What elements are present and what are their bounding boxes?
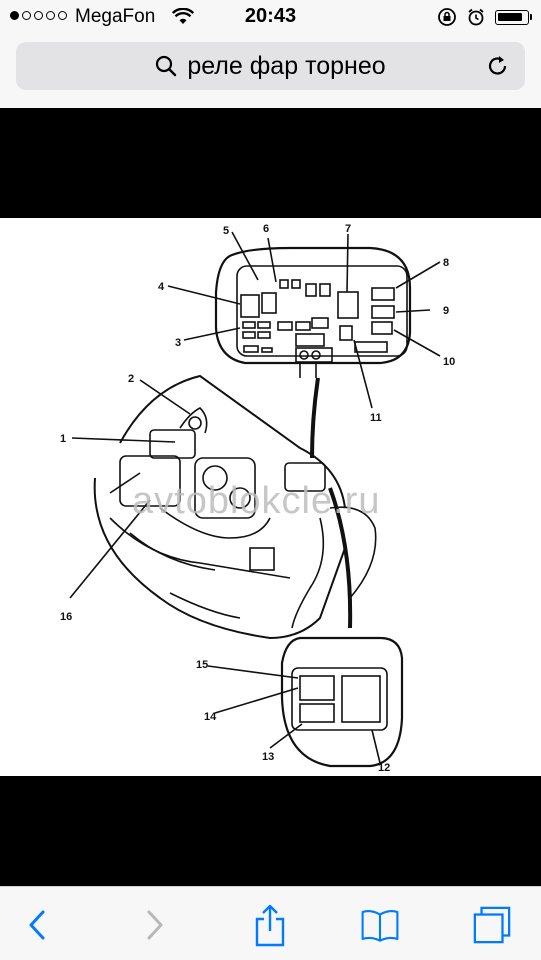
clock: 20:43 bbox=[244, 5, 297, 27]
battery-icon bbox=[495, 9, 532, 25]
callout-2: 2 bbox=[128, 373, 134, 385]
fuse-box-diagram-image: 5 6 7 8 9 10 4 3 11 2 1 16 15 14 13 12 a… bbox=[0, 218, 541, 776]
forward-button[interactable] bbox=[135, 905, 175, 945]
chevron-left-icon bbox=[29, 910, 45, 940]
callout-3: 3 bbox=[175, 337, 181, 349]
rotation-lock-icon bbox=[438, 8, 456, 26]
callout-10: 10 bbox=[443, 356, 455, 368]
reload-icon[interactable] bbox=[485, 53, 511, 79]
share-button[interactable] bbox=[250, 904, 290, 947]
browser-toolbar bbox=[0, 886, 541, 960]
callout-9: 9 bbox=[443, 305, 449, 317]
carrier-name: MegaFon bbox=[75, 6, 156, 27]
book-icon bbox=[361, 910, 399, 942]
image-viewer[interactable]: 5 6 7 8 9 10 4 3 11 2 1 16 15 14 13 12 a… bbox=[0, 108, 541, 886]
callout-8: 8 bbox=[443, 257, 449, 269]
search-icon bbox=[156, 55, 177, 77]
tabs-button[interactable] bbox=[472, 905, 512, 945]
callout-11: 11 bbox=[370, 412, 382, 424]
callout-13: 13 bbox=[262, 751, 274, 763]
callout-5: 5 bbox=[223, 225, 229, 237]
callout-12: 12 bbox=[378, 762, 390, 774]
alarm-icon bbox=[468, 8, 484, 26]
bookmarks-button[interactable] bbox=[360, 905, 400, 945]
watermark: avtoblokcle.ru bbox=[132, 480, 381, 522]
status-bar: MegaFon 20:43 bbox=[0, 0, 541, 36]
search-query: реле фар торнео bbox=[187, 51, 386, 80]
callout-4: 4 bbox=[158, 281, 165, 293]
callout-16: 16 bbox=[60, 611, 72, 623]
address-bar[interactable]: реле фар торнео bbox=[16, 42, 525, 90]
tabs-icon bbox=[473, 906, 511, 944]
engine-bay-drawing: 5 6 7 8 9 10 4 3 11 2 1 16 15 14 13 12 bbox=[60, 223, 455, 774]
browser-top-chrome: MegaFon 20:43 ре bbox=[0, 0, 541, 108]
callout-1: 1 bbox=[60, 433, 66, 445]
callout-15: 15 bbox=[196, 659, 208, 671]
share-icon bbox=[255, 904, 285, 947]
callout-6: 6 bbox=[263, 223, 269, 235]
callout-7: 7 bbox=[345, 223, 351, 235]
back-button[interactable] bbox=[17, 905, 57, 945]
wifi-icon bbox=[172, 8, 194, 24]
chevron-right-icon bbox=[147, 910, 163, 940]
callout-14: 14 bbox=[204, 711, 217, 723]
signal-strength-icon bbox=[10, 11, 67, 20]
